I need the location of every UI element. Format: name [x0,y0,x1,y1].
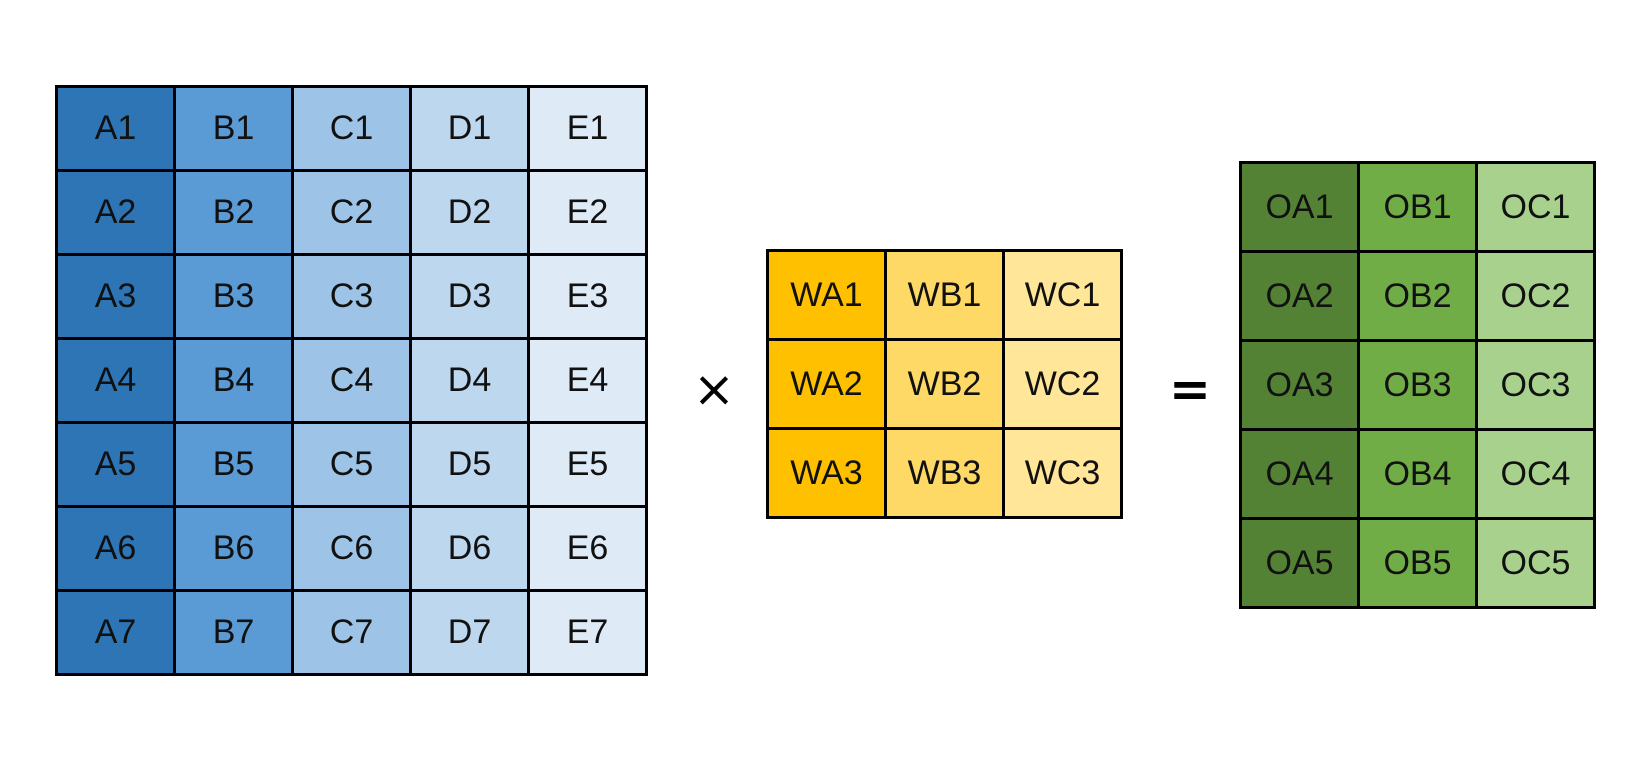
matrix-cell: C3 [291,253,412,340]
multiply-sign: × [693,360,735,418]
matrix-cell: WC2 [1002,338,1123,430]
matrix-cell: C1 [291,85,412,172]
matrix-cell: A5 [55,421,176,508]
matrix-cell: B1 [173,85,294,172]
matrix-cell: WC1 [1002,249,1123,341]
matrix-cell: B4 [173,337,294,424]
matrix-cell: E4 [527,337,648,424]
matrix-cell: D2 [409,169,530,256]
matrix-cell: D5 [409,421,530,508]
matrix-cell: E3 [527,253,648,340]
matrix-cell: OA4 [1239,428,1360,520]
matrix-cell: OB5 [1357,517,1478,609]
matrix-cell: OB1 [1357,161,1478,253]
matrix-cell: E2 [527,169,648,256]
matrix-cell: E7 [527,589,648,676]
matrix-cell: OB3 [1357,339,1478,431]
equals-sign: = [1169,360,1211,418]
matrix-cell: WA3 [766,427,887,519]
matrix-cell: D7 [409,589,530,676]
matrix-cell: OA1 [1239,161,1360,253]
matrix-cell: C7 [291,589,412,676]
matrix-cell: OC1 [1475,161,1596,253]
matrix-cell: B2 [173,169,294,256]
matrix-cell: C6 [291,505,412,592]
matrix-cell: B6 [173,505,294,592]
matrix-cell: C5 [291,421,412,508]
matrix-cell: D1 [409,85,530,172]
matrix-cell: WB3 [884,427,1005,519]
matrix-cell: OB4 [1357,428,1478,520]
matrix-cell: B7 [173,589,294,676]
matrix-cell: B5 [173,421,294,508]
matrix-cell: OA3 [1239,339,1360,431]
matrix-cell: A7 [55,589,176,676]
matrix-cell: D3 [409,253,530,340]
matrix-cell: WA2 [766,338,887,430]
matrix-cell: OC4 [1475,428,1596,520]
matrix-cell: A4 [55,337,176,424]
matrix-cell: E1 [527,85,648,172]
matrix-cell: OB2 [1357,250,1478,342]
matrix-cell: A2 [55,169,176,256]
matrix-cell: OC2 [1475,250,1596,342]
matrix-cell: D6 [409,505,530,592]
matrix-cell: D4 [409,337,530,424]
matrix-cell: A1 [55,85,176,172]
matrix-cell: OA5 [1239,517,1360,609]
matrix-cell: OC3 [1475,339,1596,431]
matrix-cell: E6 [527,505,648,592]
matrix-cell: WC3 [1002,427,1123,519]
matrix-cell: WA1 [766,249,887,341]
matrix-cell: WB1 [884,249,1005,341]
matrix-cell: A6 [55,505,176,592]
matrix-cell: WB2 [884,338,1005,430]
matrix-cell: OA2 [1239,250,1360,342]
matrix-cell: C2 [291,169,412,256]
matrix-cell: C4 [291,337,412,424]
matrix-cell: A3 [55,253,176,340]
matrix-cell: OC5 [1475,517,1596,609]
matrix-cell: B3 [173,253,294,340]
matrix-cell: E5 [527,421,648,508]
